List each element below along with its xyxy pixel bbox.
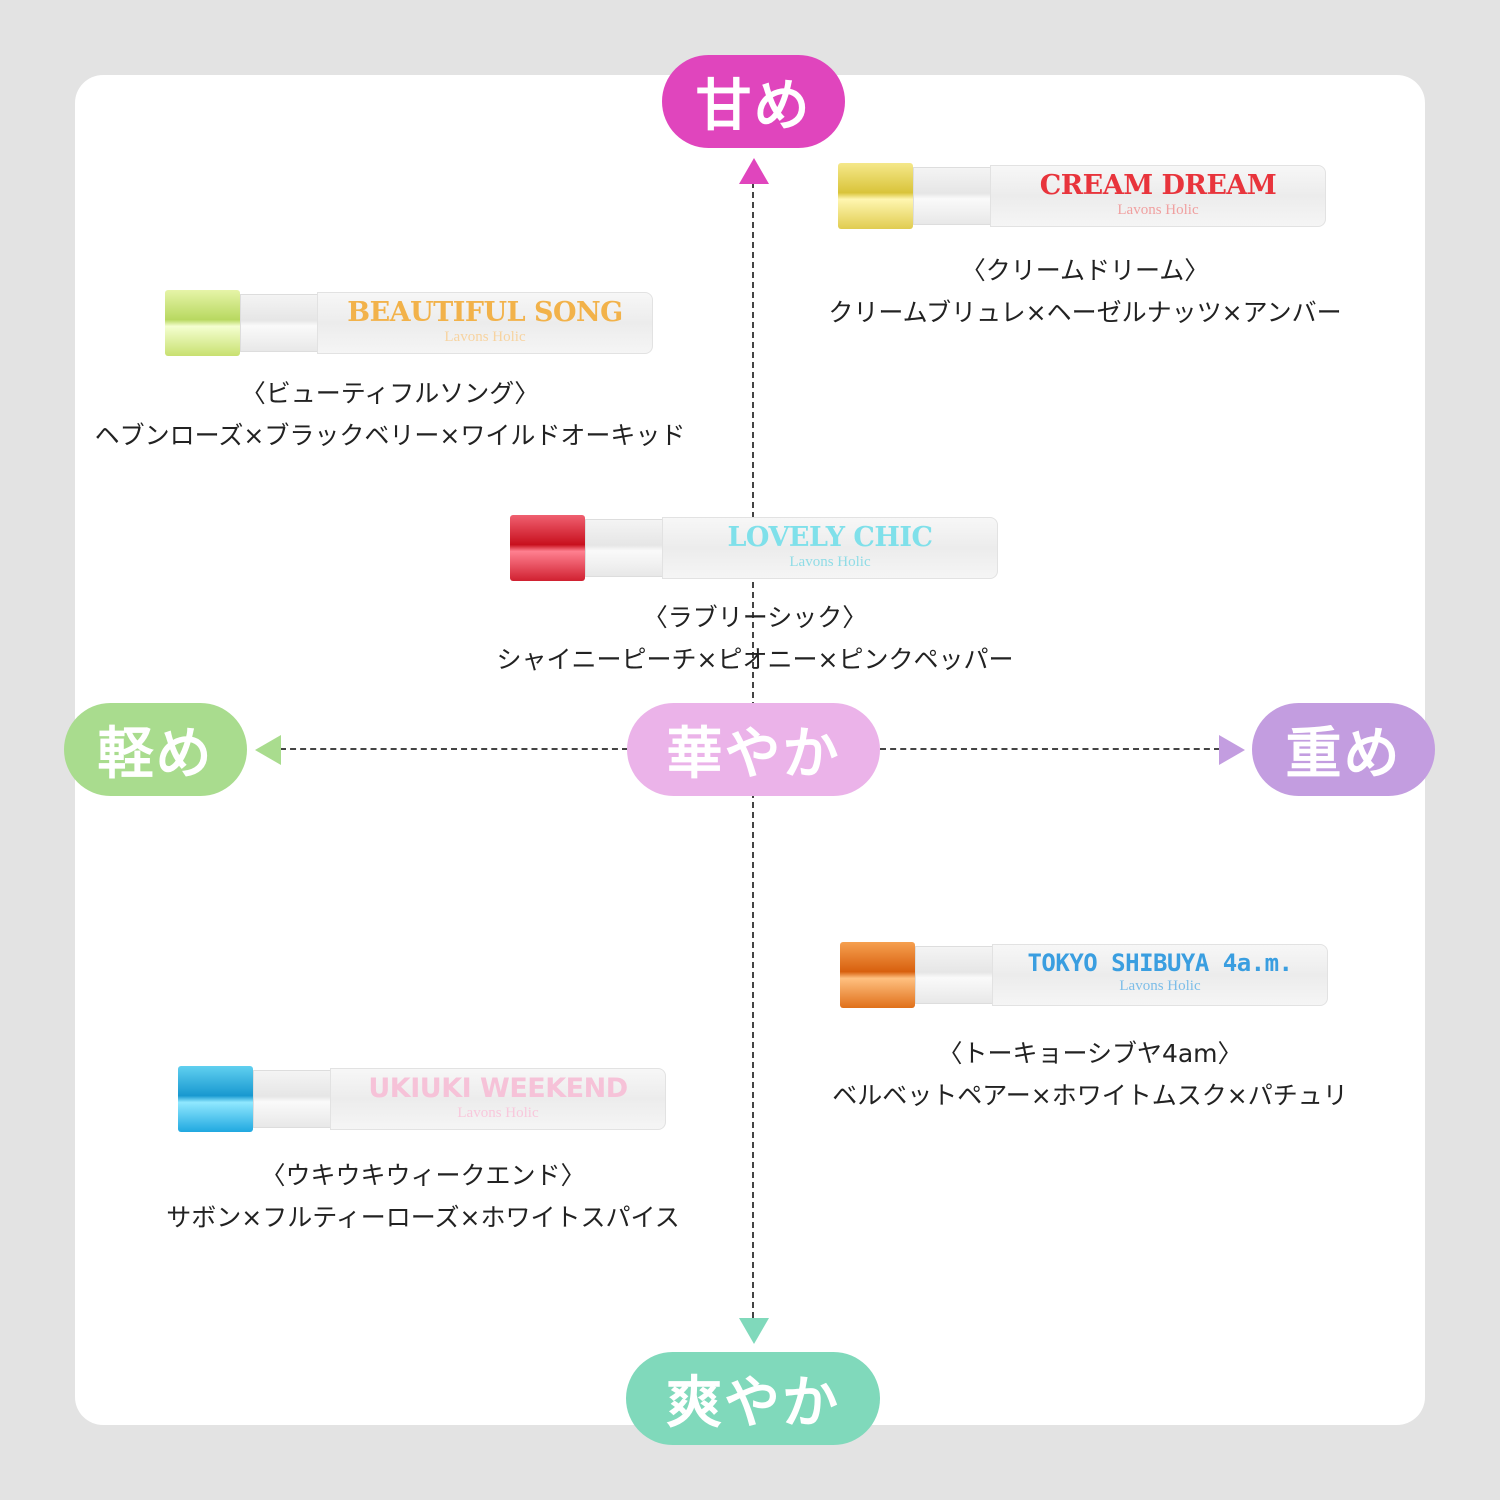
tube: CREAM DREAM Lavons Holic bbox=[990, 165, 1326, 227]
tube: TOKYO SHIBUYA 4a.m. Lavons Holic bbox=[992, 944, 1328, 1006]
tube: BEAUTIFUL SONG Lavons Holic bbox=[317, 292, 653, 354]
axis-label-sweet: 甘め bbox=[662, 55, 845, 148]
arrow-right-icon bbox=[1219, 735, 1245, 765]
product-label-beautiful-song: 〈ビューティフルソング〉 ヘブンローズ×ブラックベリー×ワイルドオーキッド bbox=[94, 379, 686, 450]
cap bbox=[165, 290, 240, 356]
axis-label-fresh: 爽やか bbox=[626, 1352, 880, 1445]
cap bbox=[840, 942, 915, 1008]
cap bbox=[510, 515, 585, 581]
arrow-up-icon bbox=[739, 158, 769, 184]
bottle-beautiful-song: BEAUTIFUL SONG Lavons Holic bbox=[165, 290, 655, 356]
horizontal-axis-left bbox=[280, 748, 628, 750]
product-label-cream-dream: 〈クリームドリーム〉 クリームブリュレ×ヘーゼルナッツ×アンバー bbox=[828, 256, 1342, 327]
cap bbox=[178, 1066, 253, 1132]
product-label-ukiuki-weekend: 〈ウキウキウィークエンド〉 サボン×フルティーローズ×ホワイトスパイス bbox=[166, 1161, 680, 1232]
collar bbox=[253, 1070, 331, 1128]
axis-label-light: 軽め bbox=[64, 703, 247, 796]
collar bbox=[915, 946, 993, 1004]
collar bbox=[240, 294, 318, 352]
axis-label-heavy: 重め bbox=[1252, 703, 1435, 796]
cap bbox=[838, 163, 913, 229]
bottle-lovely-chic: LOVELY CHIC Lavons Holic bbox=[510, 515, 1000, 581]
collar bbox=[913, 167, 991, 225]
product-label-lovely-chic: 〈ラブリーシック〉 シャイニーピーチ×ピオニー×ピンクペッパー bbox=[496, 603, 1014, 674]
tube: LOVELY CHIC Lavons Holic bbox=[662, 517, 998, 579]
bottle-cream-dream: CREAM DREAM Lavons Holic bbox=[838, 163, 1328, 229]
tube: UKIUKI WEEKEND Lavons Holic bbox=[330, 1068, 666, 1130]
horizontal-axis-right bbox=[880, 748, 1220, 750]
arrow-left-icon bbox=[255, 735, 281, 765]
arrow-down-icon bbox=[739, 1318, 769, 1344]
collar bbox=[585, 519, 663, 577]
bottle-ukiuki-weekend: UKIUKI WEEKEND Lavons Holic bbox=[178, 1066, 668, 1132]
bottle-tokyo-shibuya: TOKYO SHIBUYA 4a.m. Lavons Holic bbox=[840, 942, 1330, 1008]
product-label-tokyo-shibuya: 〈トーキョーシブヤ4am〉 ベルベットペアー×ホワイトムスク×パチュリ bbox=[832, 1039, 1348, 1110]
axis-label-gorgeous: 華やか bbox=[627, 703, 880, 796]
